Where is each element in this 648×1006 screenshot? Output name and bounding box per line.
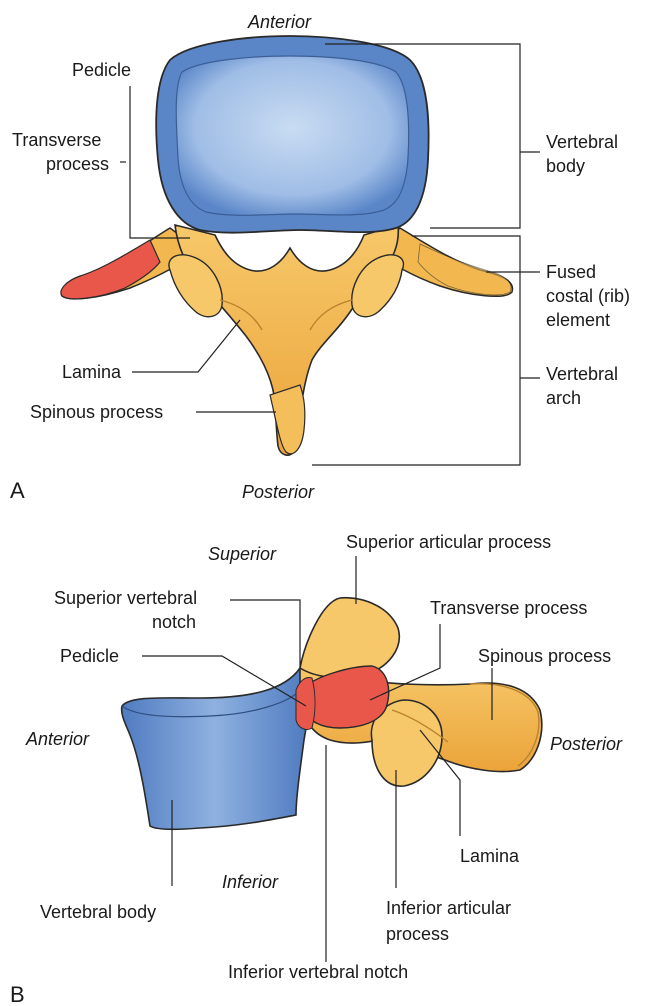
transverse-label-b: Transverse process [430,598,587,618]
lamina-label-a: Lamina [62,362,122,382]
leader-lamina-a [132,320,240,372]
anterior-label-b: Anterior [25,729,90,749]
leader-superior-notch [230,600,300,668]
vertebral-body-center-a [176,56,408,215]
right-costal-element [418,244,511,295]
vertebral-body-b [122,668,308,829]
panel-label-b: B [10,982,25,1006]
anterior-label-a: Anterior [247,12,312,32]
posterior-label-b: Posterior [550,734,623,754]
lamina-label-b: Lamina [460,846,520,866]
pedicle-label-a: Pedicle [72,60,131,80]
posterior-label-a: Posterior [242,482,315,502]
pedicle-label-b: Pedicle [60,646,119,666]
vertebral-body-label-a-2: body [546,156,585,176]
left-costal-element [61,240,160,299]
fused-costal-label-2: costal (rib) [546,286,630,306]
spinous-label-b: Spinous process [478,646,611,666]
panel-b: Superior articular process Superior Supe… [10,532,623,1006]
pedicle-b [296,678,315,730]
vertebral-arch-label-2: arch [546,388,581,408]
inferior-articular-label-2: process [386,924,449,944]
inferior-notch-label: Inferior vertebral notch [228,962,408,982]
transverse-label-a-2: process [46,154,109,174]
panel-a: Anterior Pedicle Transverse process Vert… [10,12,630,503]
superior-notch-label-2: notch [152,612,196,632]
spinous-process-a [270,385,305,454]
inferior-articular-label-1: Inferior articular [386,898,511,918]
inferior-label-b: Inferior [222,872,279,892]
vertebral-arch-label-1: Vertebral [546,364,618,384]
superior-label-b: Superior [208,544,277,564]
transverse-label-a-1: Transverse [12,130,101,150]
fused-costal-label-3: element [546,310,610,330]
spinous-label-a: Spinous process [30,402,163,422]
superior-notch-label-1: Superior vertebral [54,588,197,608]
vertebral-body-label-b: Vertebral body [40,902,156,922]
panel-label-a: A [10,478,25,503]
superior-articular-process-b [300,598,399,678]
fused-costal-label-1: Fused [546,262,596,282]
vertebral-body-label-a-1: Vertebral [546,132,618,152]
superior-articular-label: Superior articular process [346,532,551,552]
